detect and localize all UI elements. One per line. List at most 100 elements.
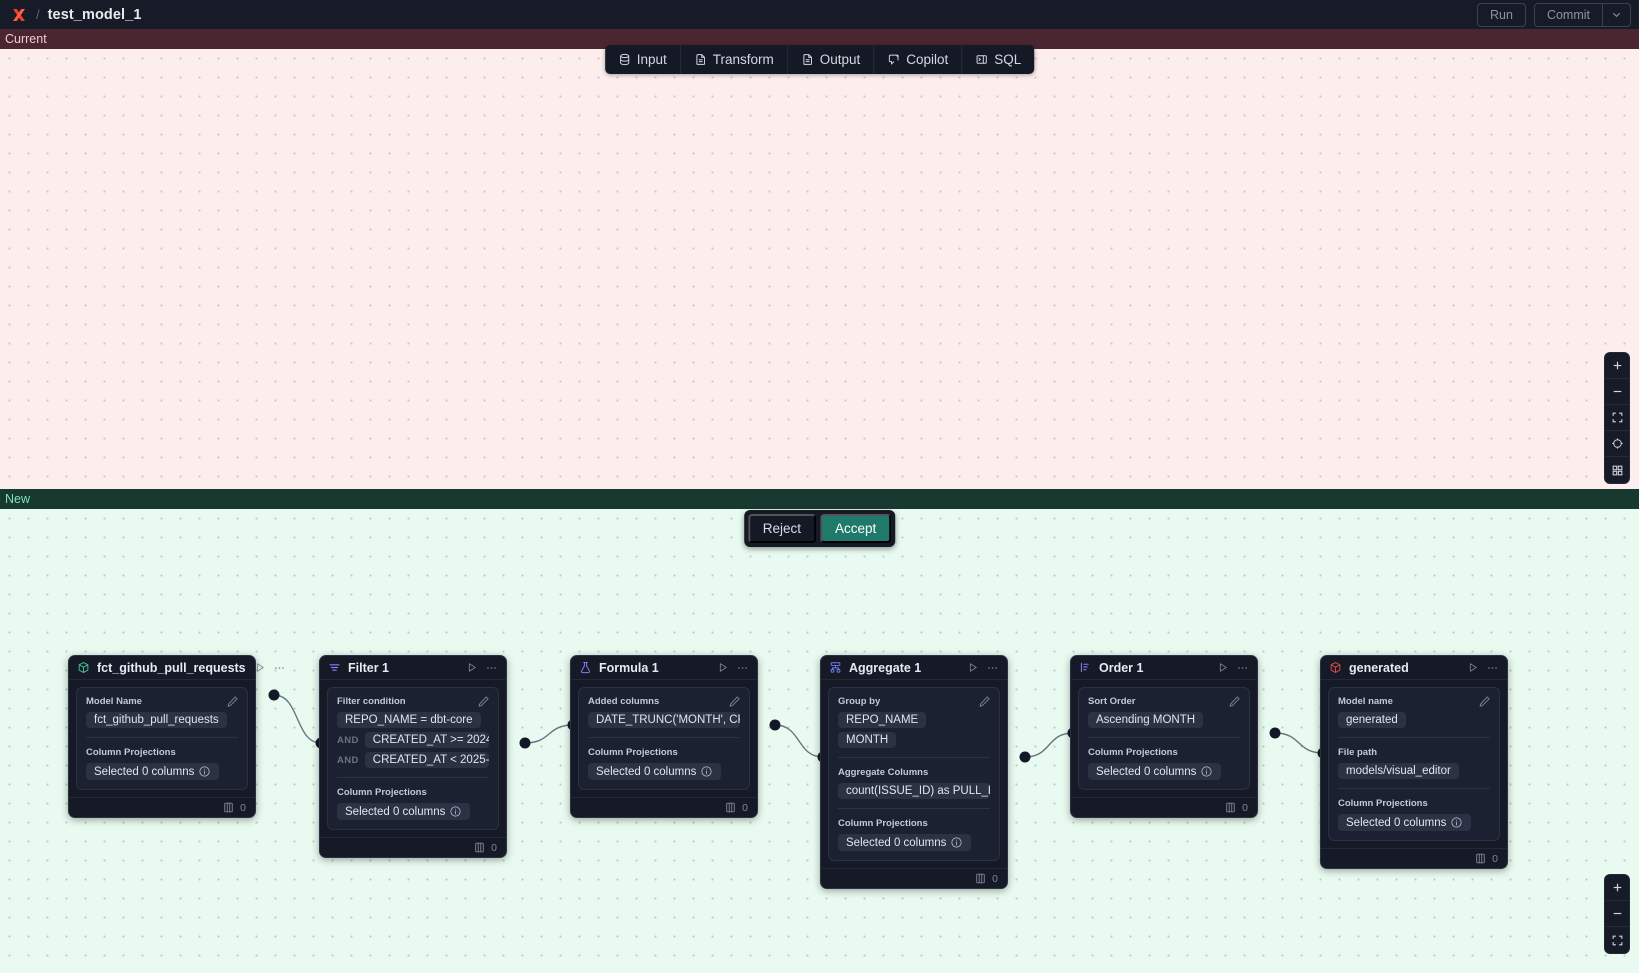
info-icon[interactable]	[449, 805, 462, 818]
chip-text: Selected 0 columns	[94, 765, 195, 778]
info-icon[interactable]	[1450, 816, 1463, 829]
pencil-icon[interactable]	[226, 695, 239, 708]
filter-icon	[328, 661, 341, 674]
value-chip[interactable]: Selected 0 columns	[337, 803, 471, 820]
more-icon[interactable]	[1236, 661, 1249, 674]
field-label: Aggregate Columns	[838, 757, 990, 778]
diff-decision-bar: Reject Accept	[743, 510, 896, 547]
node-footer: 0	[1071, 797, 1257, 817]
tab-copilot[interactable]: Copilot	[874, 45, 963, 74]
node-generated[interactable]: generated Model name generated File path…	[1320, 655, 1508, 869]
value-chip[interactable]: Selected 0 columns	[588, 763, 722, 780]
flask-icon	[579, 661, 592, 674]
play-icon[interactable]	[1466, 661, 1479, 674]
chip-row: Selected 0 columns	[588, 763, 740, 780]
value-chip[interactable]: CREATED_AT >= 2024-12-01	[364, 732, 489, 748]
play-icon[interactable]	[1216, 661, 1229, 674]
value-chip[interactable]: Selected 0 columns	[86, 763, 220, 780]
value-chip[interactable]: generated	[1338, 712, 1406, 728]
node-header-actions	[1466, 661, 1499, 674]
tab-transform-label: Transform	[712, 52, 774, 67]
more-icon[interactable]	[273, 661, 286, 674]
fit-screen-icon[interactable]	[1605, 405, 1629, 431]
node-footer: 0	[1321, 848, 1507, 868]
node-title: Formula 1	[599, 660, 659, 675]
plus-icon[interactable]	[1605, 875, 1629, 901]
info-icon[interactable]	[950, 836, 963, 849]
chevron-down-icon[interactable]	[1602, 3, 1630, 26]
more-icon[interactable]	[1486, 661, 1499, 674]
dbt-x-logo-icon[interactable]	[8, 4, 30, 26]
info-icon[interactable]	[700, 765, 713, 778]
node-body: Filter condition REPO_NAME = dbt-core AN…	[327, 687, 499, 830]
field-label: Group by	[838, 696, 881, 707]
value-chip[interactable]: REPO_NAME	[838, 712, 927, 728]
commit-button[interactable]: Commit	[1546, 7, 1590, 22]
value-chip[interactable]: Selected 0 columns	[1338, 814, 1472, 831]
chip-row: Selected 0 columns	[86, 763, 238, 780]
value-chip[interactable]: Selected 0 columns	[838, 834, 972, 851]
value-chip[interactable]: CREATED_AT < 2025-03-01	[364, 752, 489, 768]
node-title: Filter 1	[348, 660, 389, 675]
node-header-actions	[966, 661, 999, 674]
node-footer: 0	[821, 868, 1007, 888]
chip-text: REPO_NAME	[846, 714, 919, 726]
field-label: Model name	[1338, 696, 1393, 707]
fit-screen-icon[interactable]	[1605, 927, 1629, 953]
value-chip[interactable]: count(ISSUE_ID) as PULL_REQUEST_…	[838, 783, 990, 799]
tab-transform[interactable]: Transform	[681, 45, 788, 74]
mode-tab-bar: Input Transform Output	[604, 45, 1035, 74]
chip-text: Ascending MONTH	[1096, 714, 1196, 726]
value-chip[interactable]: Ascending MONTH	[1088, 712, 1204, 728]
pencil-icon[interactable]	[978, 695, 991, 708]
columns-icon	[473, 841, 486, 854]
value-chip[interactable]: DATE_TRUNC('MONTH', CREATED_AT…	[588, 712, 740, 728]
tab-sql[interactable]: SQL	[962, 45, 1034, 74]
pencil-icon[interactable]	[477, 695, 490, 708]
field-label: Column Projections	[337, 777, 489, 798]
value-chip[interactable]: REPO_NAME = dbt-core	[337, 712, 481, 728]
info-icon[interactable]	[198, 765, 211, 778]
more-icon[interactable]	[736, 661, 749, 674]
chip-text: generated	[1346, 714, 1398, 726]
more-icon[interactable]	[986, 661, 999, 674]
tab-input[interactable]: Input	[605, 45, 681, 74]
value-chip[interactable]: fct_github_pull_requests	[86, 712, 227, 728]
pencil-icon[interactable]	[1228, 695, 1241, 708]
node-order[interactable]: Order 1 Sort Order Ascending MONTH Colum…	[1070, 655, 1258, 818]
value-chip[interactable]: MONTH	[838, 732, 897, 748]
play-icon[interactable]	[465, 661, 478, 674]
play-icon[interactable]	[253, 661, 266, 674]
minus-icon[interactable]	[1605, 379, 1629, 405]
current-canvas-pane[interactable]: Current	[0, 29, 1639, 489]
node-aggregate[interactable]: Aggregate 1 Group by REPO_NAME MONTH Agg…	[820, 655, 1008, 889]
node-header: Order 1	[1071, 656, 1257, 680]
value-chip[interactable]: Selected 0 columns	[1088, 763, 1222, 780]
minus-icon[interactable]	[1605, 901, 1629, 927]
chip-row: DATE_TRUNC('MONTH', CREATED_AT…	[588, 712, 740, 728]
sort-icon	[1079, 661, 1092, 674]
grid-icon[interactable]	[1605, 457, 1629, 483]
pencil-icon[interactable]	[728, 695, 741, 708]
node-formula[interactable]: Formula 1 Added columns DATE_TRUNC('MONT…	[570, 655, 758, 818]
value-chip[interactable]: models/visual_editor	[1338, 763, 1459, 779]
chip-conjunction: AND	[337, 754, 359, 766]
play-icon[interactable]	[966, 661, 979, 674]
play-icon[interactable]	[716, 661, 729, 674]
node-header-actions	[716, 661, 749, 674]
columns-icon	[1474, 852, 1487, 865]
accept-button[interactable]: Accept	[819, 514, 892, 543]
tab-output[interactable]: Output	[788, 45, 875, 74]
target-icon[interactable]	[1605, 431, 1629, 457]
node-filter[interactable]: Filter 1 Filter condition REPO_NAME = db…	[319, 655, 507, 858]
pencil-icon[interactable]	[1478, 695, 1491, 708]
more-icon[interactable]	[485, 661, 498, 674]
plus-icon[interactable]	[1605, 353, 1629, 379]
database-icon	[618, 53, 631, 66]
info-icon[interactable]	[1200, 765, 1213, 778]
node-body: Added columns DATE_TRUNC('MONTH', CREATE…	[578, 687, 750, 790]
reject-button[interactable]: Reject	[747, 514, 816, 543]
node-source[interactable]: fct_github_pull_requests Model Name fct_…	[68, 655, 284, 818]
run-button[interactable]: Run	[1477, 2, 1526, 27]
cube-icon	[1329, 661, 1342, 674]
